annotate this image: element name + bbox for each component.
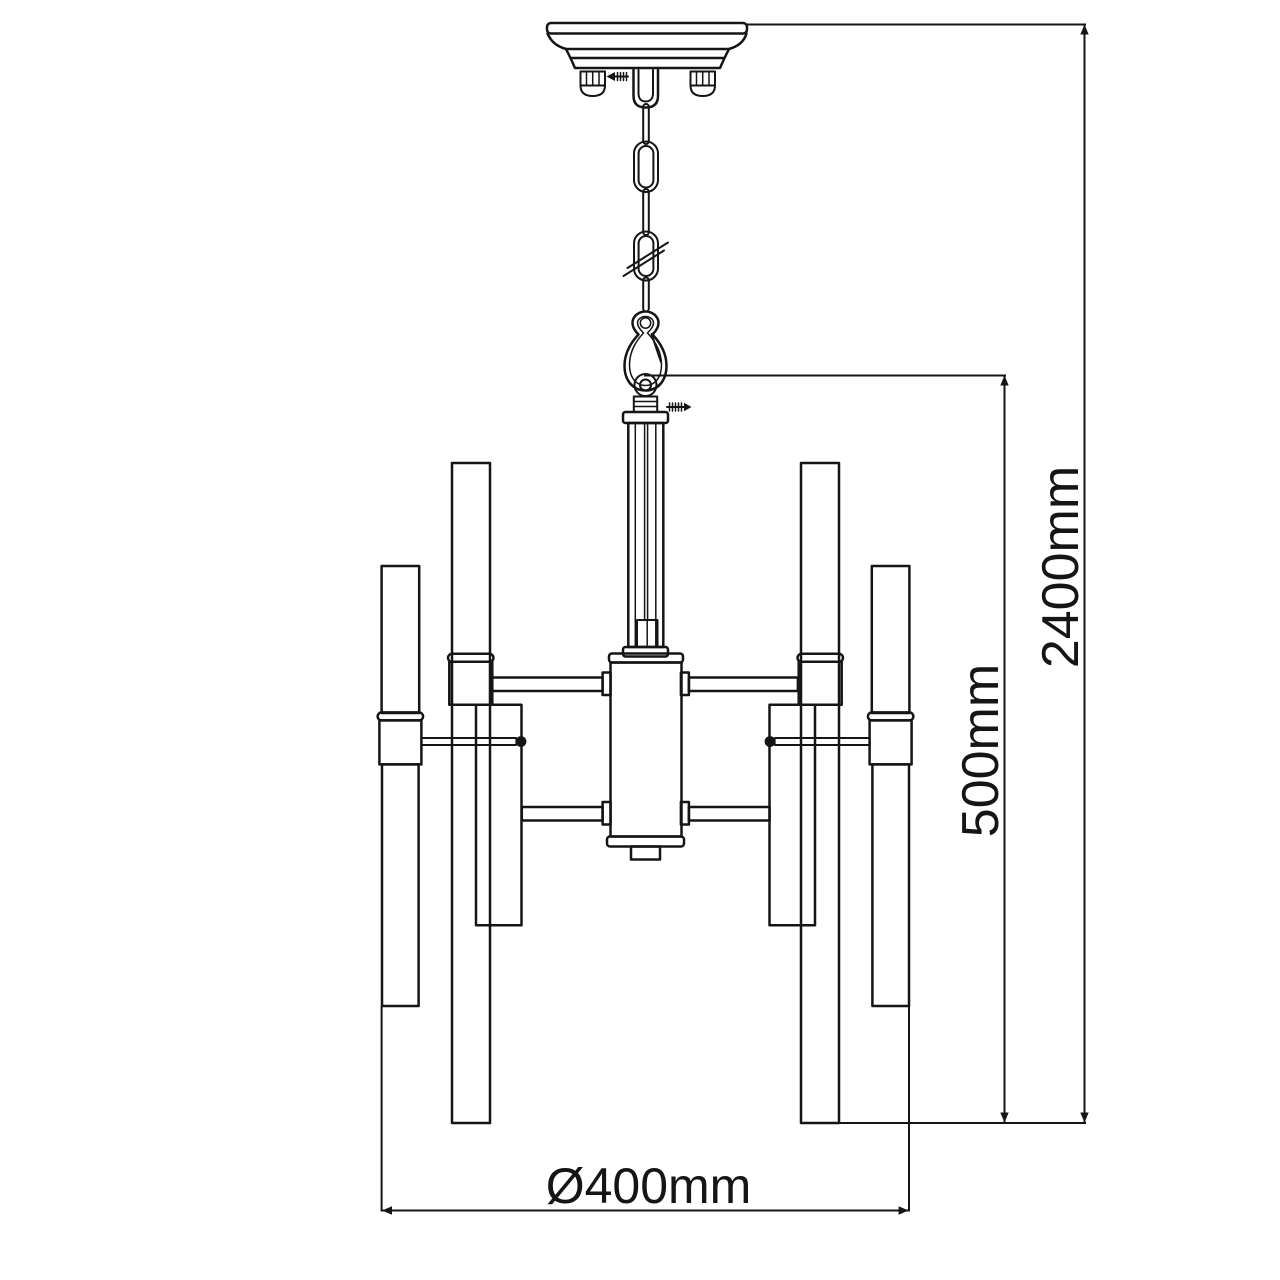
glass-tube-inner-right [796,461,845,1125]
column-bottom-cap [621,645,670,658]
body-bottom-finial [629,845,662,861]
chain-link-oval-1-inner [637,145,655,189]
chain-link-oval-2 [633,230,659,282]
canopy-knob-left [579,70,606,97]
central-body [605,652,686,861]
dimension-fixture-height: 500mm [644,374,1086,1124]
chain-link-edge-2 [642,188,650,236]
body-bottom-cap [605,835,686,848]
column-shaft [627,421,665,649]
overall-height-label: 2400mm [1032,466,1090,668]
canopy-knob-right [689,70,716,97]
glass-tube-outer-right [866,564,915,1008]
chain-break-mark [622,241,669,277]
tube-sleeve [378,719,423,766]
tube-set-left [376,461,527,1125]
tube-sleeve [797,660,843,707]
rod-ball-finial [764,736,776,747]
lower-arm-right [679,800,771,826]
glass-tube-back-right [768,703,817,927]
body-top-cap [607,652,685,664]
ceiling-canopy [545,21,749,109]
tube-set-right [764,461,915,1125]
column-top-cap [621,410,670,425]
body-cylinder [609,661,683,838]
chain-link-edge-3 [642,276,650,313]
glass-tube-back-left [474,703,523,927]
upper-arm-right [679,671,800,697]
diameter-label: Ø400mm [546,1158,752,1214]
glass-tube-inner-left [446,461,495,1125]
upper-arm-left [490,671,612,697]
dimension-overall-height: 2400mm [747,23,1090,1123]
canopy-top-plate [545,21,749,35]
chain-link-edge-1 [642,103,650,145]
dimension-diameter: Ø400mm [380,1006,910,1215]
canopy-dome-tier3 [569,56,726,70]
tube-sleeve [448,660,494,707]
glass-tube-outer-left [376,564,425,1008]
mounting-screw-icon [606,71,629,82]
fixture-height-label: 500mm [952,664,1010,837]
tube-sleeve [868,719,913,766]
threaded-collar [632,395,659,413]
adjustment-screw-icon [666,402,692,412]
hook-gate [650,333,662,363]
canopy-dome-tier2 [564,47,731,60]
column-flutes [634,422,657,648]
arms [490,671,800,826]
hook-eye [639,317,652,329]
canopy-strap [632,68,660,109]
chain-link-oval-1 [633,140,659,193]
hanging-chain [622,103,669,313]
center-column [621,410,670,658]
side-rod-left [420,736,527,747]
lower-arm-left [520,800,612,826]
side-rod-right [764,736,871,747]
canopy-dome-tier1 [546,32,748,51]
rod-ball-finial [515,736,527,747]
